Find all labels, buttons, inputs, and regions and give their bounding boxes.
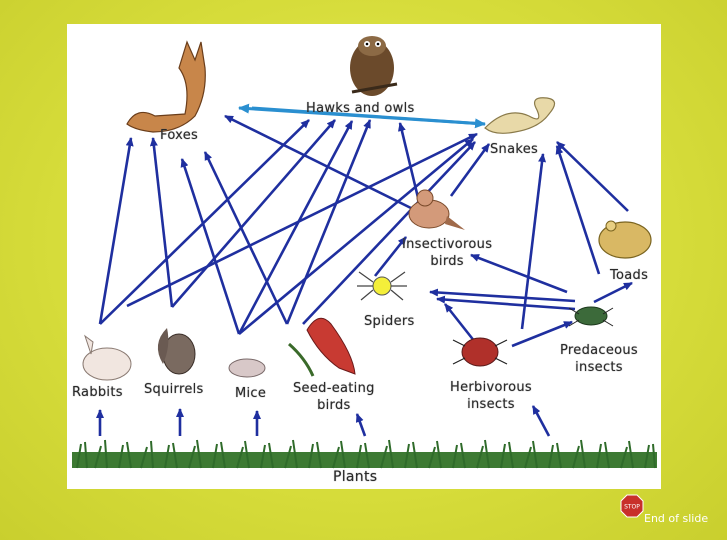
arrow-predinsects-toads (593, 281, 633, 304)
slide-footer: STOP End of slide (620, 494, 720, 534)
insectivorous-bird-illustration (408, 189, 465, 230)
label-foxes: Foxes (160, 128, 199, 143)
arrow-herbinsects-spiders (443, 303, 477, 343)
label-squirrels: Squirrels (144, 382, 204, 397)
arrow-seedbirds-snakes (302, 141, 476, 325)
arrow-hawks-snakes (238, 103, 486, 129)
food-web-arrows (96, 114, 633, 437)
label-seed-eating-birds: Seed-eating birds (293, 381, 375, 413)
arrow-squirrels-hawks (171, 119, 336, 308)
end-of-slide-text: End of slide (644, 512, 709, 525)
arrow-mice-foxes (180, 158, 241, 335)
label-toads: Toads (610, 268, 649, 283)
toad-illustration (598, 220, 652, 259)
predaceous-insect-illustration (568, 306, 614, 327)
arrow-plants-herbinsects (531, 405, 551, 437)
label-predaceous-insects: Predaceous insects (560, 343, 638, 375)
arrow-seedbirds-foxes (203, 151, 289, 325)
label-insectivorous-birds: Insectivorous birds (402, 237, 493, 269)
food-web-panel: Hawks and owls Foxes Snakes Insectivorou… (67, 24, 661, 489)
mouse-illustration (228, 358, 266, 378)
label-plants: Plants (333, 469, 378, 485)
stop-sign-text: STOP (624, 504, 640, 511)
arrow-toads-snakes-2 (556, 141, 629, 212)
owl-illustration (350, 36, 398, 96)
arrow-insectbirds-snakes (449, 143, 491, 197)
arrow-herbinsects-predinsects (511, 320, 573, 348)
arrow-insectbirds-foxes (224, 114, 418, 213)
arrow-insectbirds-hawks (397, 122, 422, 207)
arrow-squirrels-foxes (149, 137, 174, 308)
stop-sign-icon[interactable]: STOP (620, 494, 644, 518)
arrow-predinsects-spiders (429, 288, 576, 303)
label-herbivorous-insects: Herbivorous insects (450, 380, 532, 412)
fox-illustration (126, 40, 206, 133)
label-snakes: Snakes (490, 142, 539, 157)
arrow-plants-seedbirds (355, 413, 367, 437)
cardinal-illustration (288, 317, 356, 377)
arrow-spiders-insectbirds (373, 236, 408, 277)
label-mice: Mice (235, 386, 267, 401)
arrow-predinsects-spiders-2 (436, 295, 576, 311)
arrow-mice-hawks (237, 120, 354, 335)
arrow-herbinsects-snakes (520, 153, 547, 330)
arrow-rabbits-foxes (98, 137, 134, 325)
arrow-seedbirds-hawks (285, 119, 372, 325)
snake-illustration (484, 97, 556, 134)
squirrel-illustration (157, 328, 196, 375)
herbivorous-insect-illustration (452, 337, 508, 367)
label-rabbits: Rabbits (72, 385, 123, 400)
arrow-predinsects-insectbirds (470, 253, 568, 294)
food-web-diagram (72, 36, 657, 469)
arrow-toads-snakes (555, 145, 601, 275)
spider-illustration (357, 271, 407, 301)
grass-illustration (72, 439, 657, 469)
arrow-rabbits-snakes (126, 132, 478, 308)
label-hawks-and-owls: Hawks and owls (306, 101, 415, 116)
arrow-rabbits-hawks (99, 119, 310, 325)
label-spiders: Spiders (364, 314, 415, 329)
arrow-mice-snakes (238, 138, 474, 335)
rabbit-illustration (82, 334, 132, 381)
